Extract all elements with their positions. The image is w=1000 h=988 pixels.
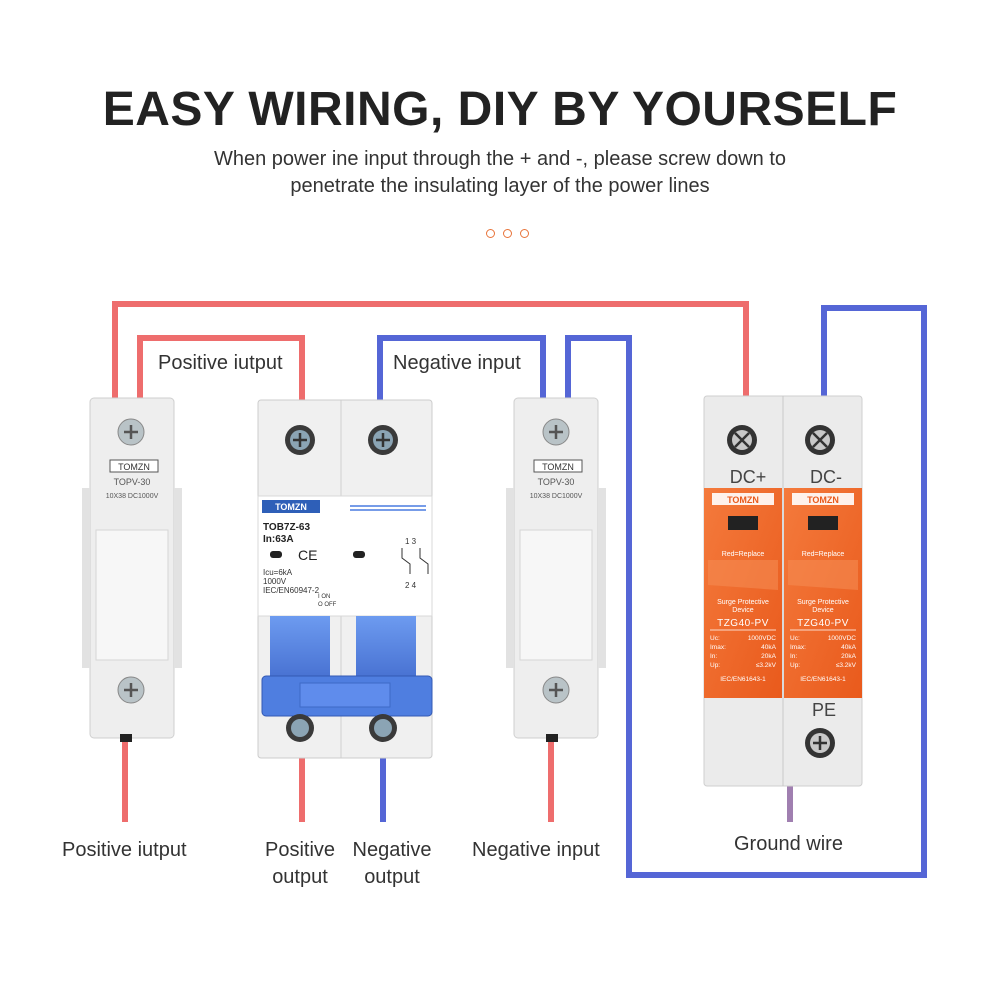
breaker-current: In:63A (263, 534, 294, 545)
spd-model-right: TZG40-PV (797, 618, 849, 629)
spd-brand-left: TOMZN (727, 495, 759, 505)
label-negative-output-line1: Negative (352, 839, 432, 861)
decor-dot-1 (486, 229, 495, 238)
spd-dc-plus: DC+ (730, 467, 767, 487)
breaker-brand: TOMZN (275, 502, 307, 512)
decor-dot-2 (503, 229, 512, 238)
breaker-standard: IEC/EN60947-2 (263, 586, 320, 595)
label-positive-output: Positive output (252, 837, 348, 891)
label-negative-output: Negative output (344, 837, 440, 891)
label-negative-output-line2: output (364, 866, 420, 888)
page-subtitle: When power ine input through the + and -… (0, 146, 1000, 200)
spd-spec-value: 40kA (761, 644, 776, 651)
fuse-right-rating: 10X38 DC1000V (530, 493, 583, 500)
breaker-off: O OFF (318, 602, 337, 608)
spd-pe-label: PE (812, 700, 836, 720)
spd-device-left-1: Surge Protective (717, 599, 769, 606)
fuse-holder-right: TOMZN TOPV-30 10X38 DC1000V (506, 397, 606, 742)
ce-mark: CE (298, 547, 317, 563)
label-top-positive: Positive iutput (158, 352, 283, 374)
label-bottom-negative-input: Negative input (472, 839, 600, 861)
surge-protective-device: DC+ DC- TOMZN TOMZN Red=Replace Red=Repl… (703, 395, 863, 787)
spd-device-left-2: Device (732, 607, 754, 614)
breaker-terminals-top: 1 3 (405, 537, 417, 546)
spd-spec-key: Up: (790, 662, 800, 669)
subtitle-line-2: penetrate the insulating layer of the po… (290, 175, 710, 197)
spd-spec-key: In: (790, 653, 797, 660)
fuse-left-brand: TOMZN (118, 462, 150, 472)
spd-spec-value: 20kA (841, 653, 856, 660)
spd-spec-value: ≤3.2kV (836, 662, 857, 669)
spd-replace-left: Red=Replace (722, 551, 765, 558)
positive-wires (112, 301, 793, 822)
spd-spec-key: Imax: (710, 644, 726, 651)
fuse-holder-left: TOMZN TOPV-30 10X38 DC1000V (82, 397, 182, 742)
breaker-model: TOB7Z-63 (263, 522, 310, 533)
positive-wire-outer (112, 301, 749, 398)
spd-device-right-2: Device (812, 607, 834, 614)
spd-spec-value: 1000VDC (748, 635, 776, 642)
label-ground-wire: Ground wire (734, 833, 843, 855)
label-top-negative: Negative input (393, 352, 521, 374)
spd-standard-right: IEC/EN61643-1 (800, 676, 846, 683)
breaker-icu: Icu=6kA (263, 568, 293, 577)
spd-spec-key: Imax: (790, 644, 806, 651)
dc-circuit-breaker: TOMZN TOB7Z-63 In:63A CE Icu=6kA 1000V I… (257, 399, 433, 759)
label-bottom-positive-left: Positive iutput (62, 839, 187, 861)
negative-wire-breaker (377, 335, 546, 405)
breaker-on: I ON (318, 594, 330, 600)
spd-spec-key: Uc: (710, 635, 720, 642)
spd-replace-right: Red=Replace (802, 551, 845, 558)
spd-device-right-1: Surge Protective (797, 599, 849, 606)
breaker-terminals-bottom: 2 4 (405, 581, 417, 590)
fuse-left-rating: 10X38 DC1000V (106, 493, 159, 500)
fuse-right-model: TOPV-30 (538, 477, 575, 487)
fuse-right-brand: TOMZN (542, 462, 574, 472)
decor-dot-3 (520, 229, 529, 238)
spd-standard-left: IEC/EN61643-1 (720, 676, 766, 683)
spd-specs-left: Uc: 1000VDC Imax: 40kA In: 20kA Up: ≤3.2kV (710, 635, 777, 669)
label-positive-output-line1: Positive (264, 839, 336, 861)
spd-spec-value: 1000VDC (828, 635, 856, 642)
spd-spec-value: 20kA (761, 653, 776, 660)
negative-wires (377, 305, 927, 878)
spd-spec-value: ≤3.2kV (756, 662, 777, 669)
spd-specs-right: Uc: 1000VDC Imax: 40kA In: 20kA Up: ≤3.2kV (790, 635, 857, 669)
subtitle-line-1: When power ine input through the + and -… (213, 148, 786, 170)
page-title: EASY WIRING, DIY BY YOURSELF (102, 83, 898, 136)
spd-dc-minus: DC- (810, 467, 842, 487)
fuse-left-model: TOPV-30 (114, 477, 151, 487)
spd-spec-key: Up: (710, 662, 720, 669)
negative-wire-main (565, 305, 927, 878)
spd-brand-right: TOMZN (807, 495, 839, 505)
positive-wire-inner (137, 335, 305, 405)
label-positive-output-line2: output (272, 866, 328, 888)
spd-spec-key: In: (710, 653, 717, 660)
spd-spec-value: 40kA (841, 644, 856, 651)
spd-spec-key: Uc: (790, 635, 800, 642)
breaker-voltage: 1000V (263, 577, 287, 586)
spd-model-left: TZG40-PV (717, 618, 769, 629)
